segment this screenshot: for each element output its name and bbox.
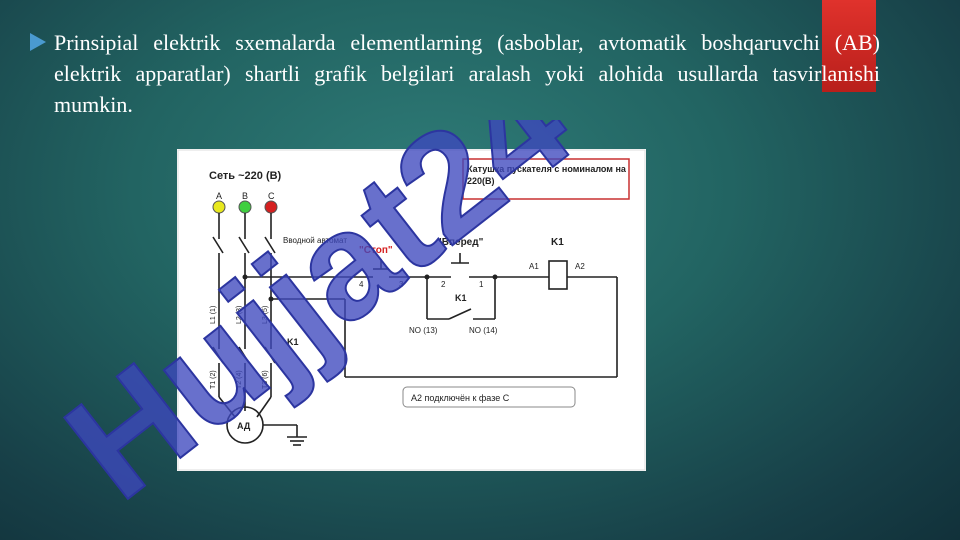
line-label-l3: L3 (5): [262, 306, 269, 324]
k1-contact-label: K1: [455, 293, 467, 303]
red-accent-tab: [822, 0, 876, 92]
phase-c-lamp: [264, 200, 278, 214]
phase-label-b: B: [242, 191, 248, 201]
bullet-text: Prinsipial elektrik sxemalarda elementla…: [54, 30, 880, 117]
phase-a-lamp: [212, 200, 226, 214]
a2-label: A2: [575, 262, 585, 271]
stop-pin-4: 4: [359, 280, 364, 289]
network-label: Сеть ~220 (В): [209, 170, 282, 182]
coil-box-label: Катушка пускателя с номиналом на 220(В): [467, 164, 626, 186]
stop-label: "Стоп": [359, 245, 393, 256]
phase-label-a: A: [216, 191, 222, 201]
breaker-label: Вводной автомат: [283, 236, 347, 245]
forward-pin-1: 1: [479, 280, 484, 289]
bullet-item: Prinsipial elektrik sxemalarda elementla…: [30, 27, 880, 120]
phase-b-lamp: [238, 200, 252, 214]
a1-label: A1: [529, 262, 539, 271]
term-label-t2: T2 (4): [236, 370, 243, 389]
no13-label: NO (13): [409, 326, 438, 335]
k1-coil-label: K1: [551, 237, 564, 248]
term-label-t1: T1 (2): [210, 370, 217, 389]
circuit-diagram-image: Сеть ~220 (В) A B C: [177, 149, 646, 471]
line-label-l1: L1 (1): [210, 306, 217, 324]
k1-main-label: K1: [287, 337, 299, 347]
forward-label: "Вперед": [437, 237, 484, 248]
term-label-t3: T3 (6): [262, 370, 269, 389]
a2-note: A2 подключён к фазе C: [411, 393, 510, 403]
no14-label: NO (14): [469, 326, 498, 335]
bullet-arrow-icon: [30, 33, 46, 51]
motor-label: АД: [237, 421, 251, 431]
forward-pin-2: 2: [441, 280, 446, 289]
stop-pin-3: 3: [399, 280, 404, 289]
line-label-l2: L2 (3): [236, 306, 243, 324]
phase-label-c: C: [268, 191, 275, 201]
